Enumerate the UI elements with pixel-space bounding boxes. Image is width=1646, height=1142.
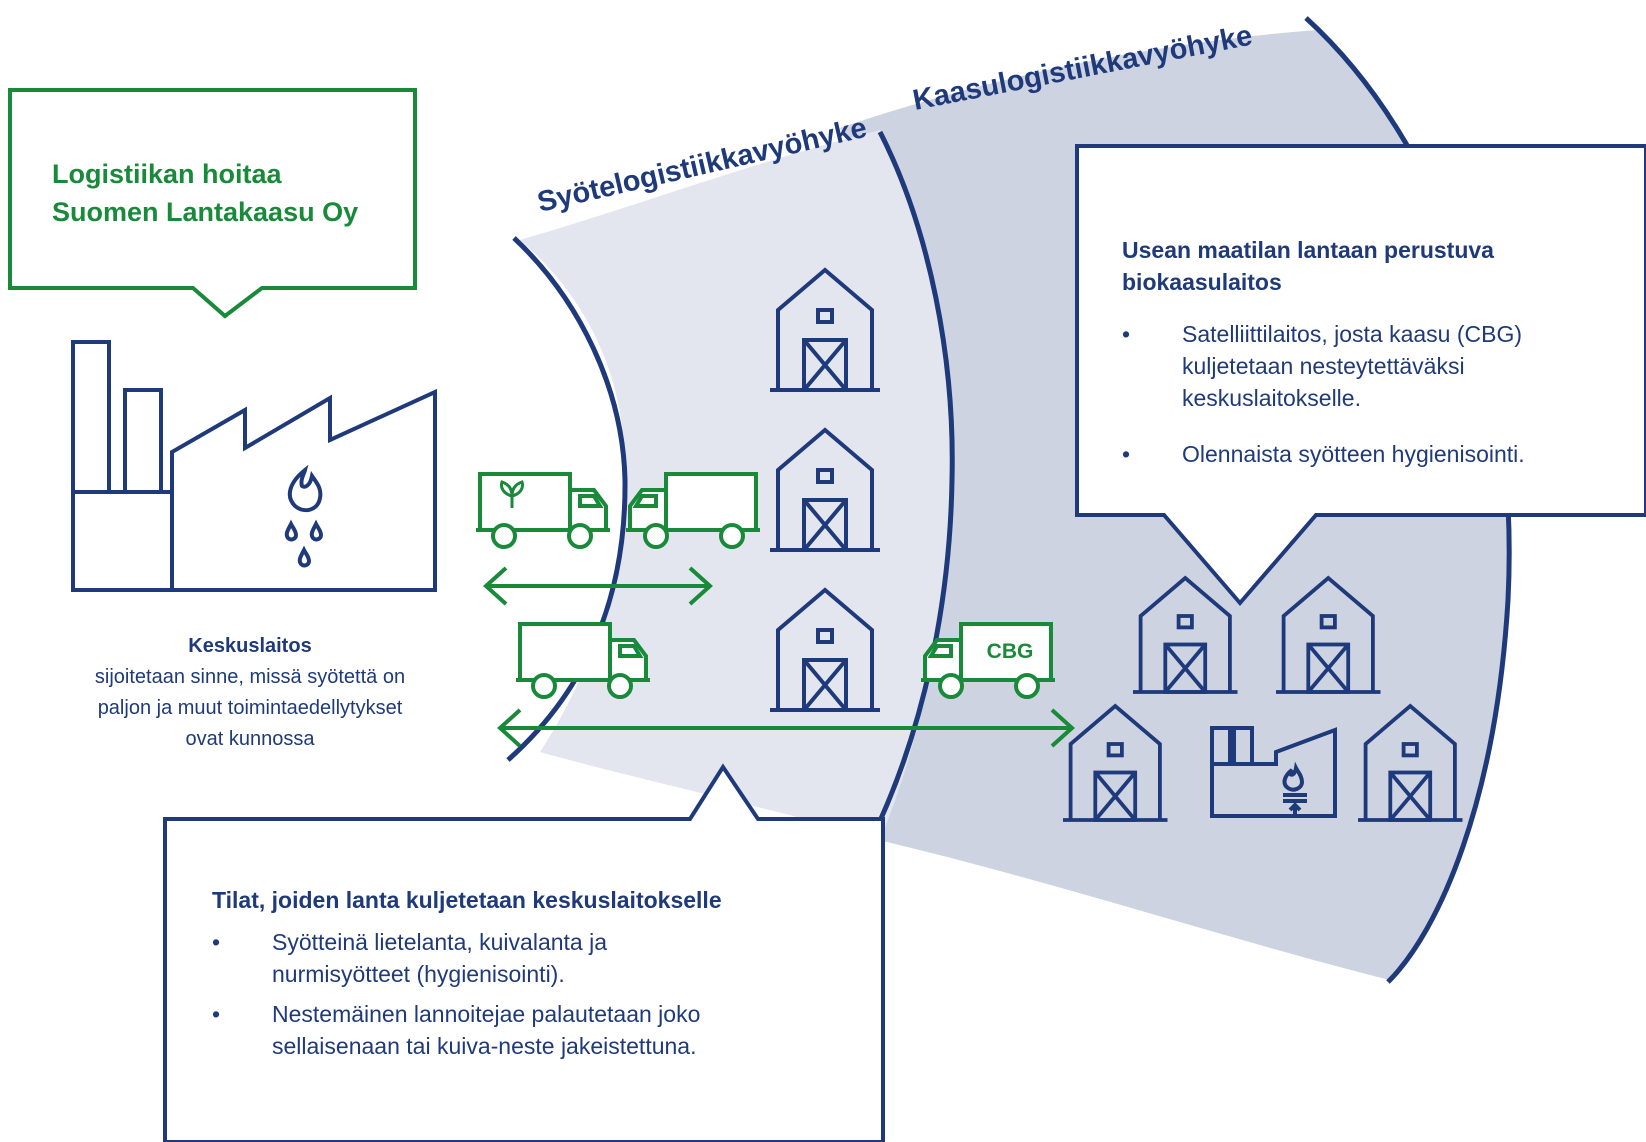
feed-zone-inner-arc [506,236,628,762]
central-plant-desc-2: paljon ja muut toimintaedellytykset [98,697,403,719]
satellite-bullet-2-marker: • [1122,441,1130,467]
farms-bullet-2-line2: sellaisenaan tai kuiva-neste jakeistettu… [272,1033,696,1059]
farms-bullet-1-marker: • [212,929,220,955]
satellite-callout-box [1075,144,1646,607]
satellite-bullet-2-line1: Olennaista syötteen hygienisointi. [1182,441,1525,467]
cbg-truck-label: CBG [987,640,1034,663]
farms-callout-box [163,763,885,1142]
factory-icon [71,340,437,592]
double-arrow-icon [497,708,1075,748]
logistics-callout-line1: Logistiikan hoitaa [52,159,283,189]
satellite-title-1: Usean maatilan lantaan perustuva [1122,237,1494,263]
satellite-title-2: biokaasulaitos [1122,269,1282,295]
biogas-plant-icon [1210,726,1337,818]
central-plant-desc-1: sijoitetaan sinne, missä syötettä on [95,666,405,688]
sprout-icon [500,480,524,508]
farms-bullet-2-marker: • [212,1001,220,1027]
farms-bullet-2-line1: Nestemäinen lannoitejae palautetaan joko [272,1001,700,1027]
central-plant-desc-3: ovat kunnossa [186,728,316,750]
feed-zone-outer-arc [867,130,955,844]
satellite-bullet-1-line1: Satelliittilaitos, josta kaasu (CBG) [1182,321,1522,347]
flame-drop-icon [284,464,324,568]
logistics-callout-box [8,88,417,319]
truck-icon [474,472,612,549]
central-plant-title: Keskuslaitos [188,635,311,657]
farms-bullet-1-line2: nurmisyötteet (hygienisointi). [272,961,565,987]
satellite-bullet-1-line3: keskuslaitokselle. [1182,385,1361,411]
farms-bullet-1-line1: Syötteinä lietelanta, kuivalanta ja [272,929,607,955]
logistics-callout-line2: Suomen Lantakaasu Oy [52,197,358,227]
satellite-bullet-1-marker: • [1122,321,1130,347]
double-arrow-icon [483,566,713,606]
satellite-bullet-1-line2: kuljetetaan nesteytettäväksi [1182,353,1465,379]
farms-title: Tilat, joiden lanta kuljetetaan keskusla… [212,887,722,913]
